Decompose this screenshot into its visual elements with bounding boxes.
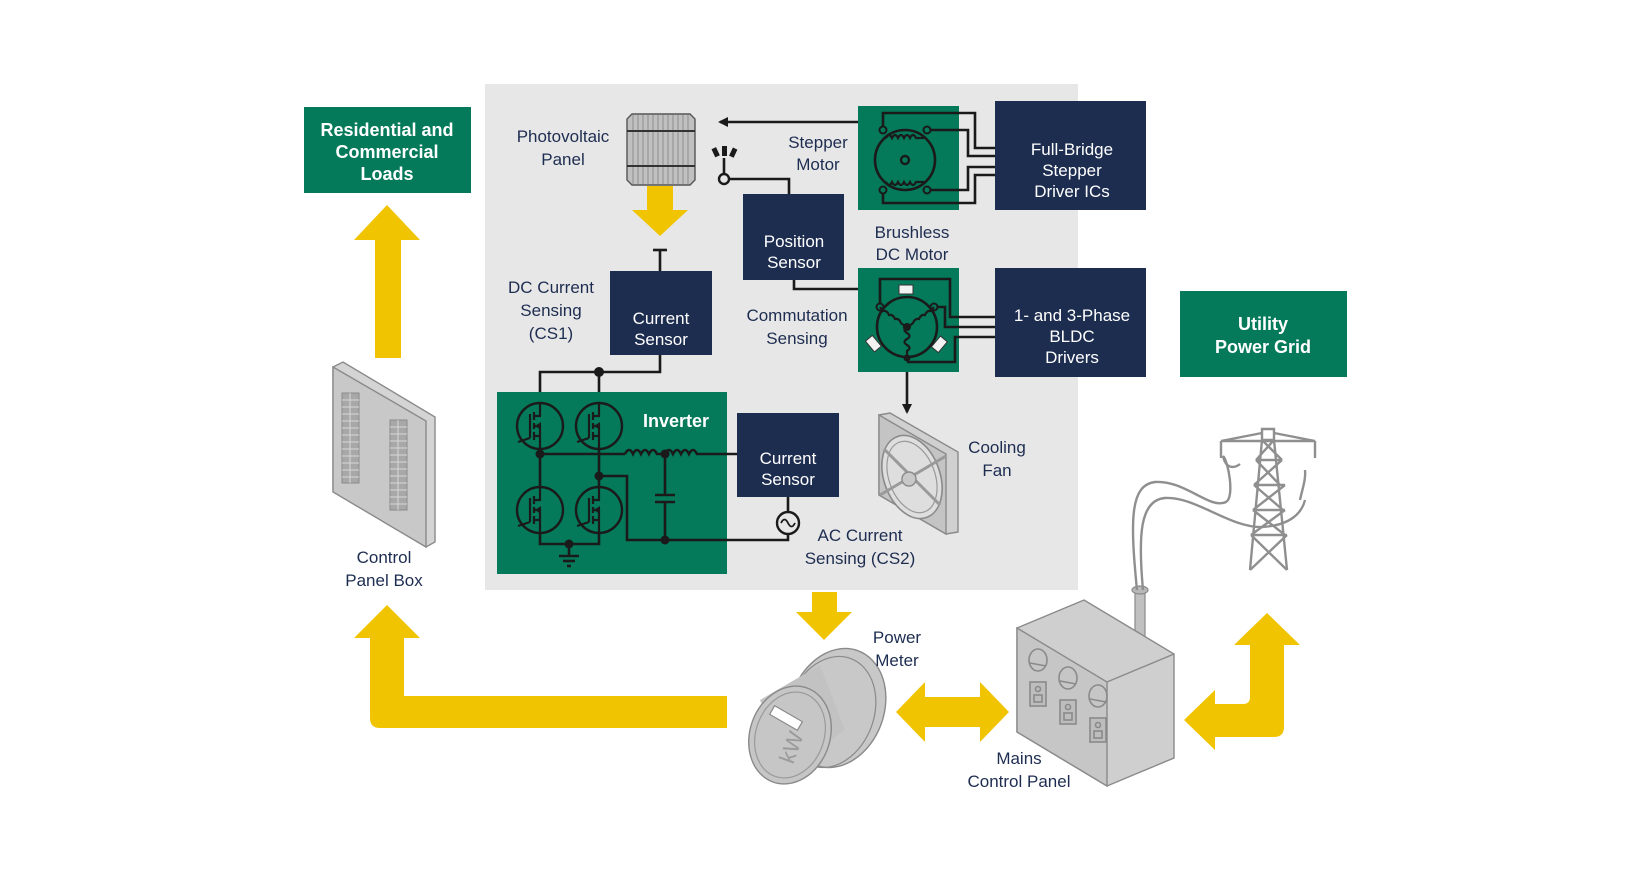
bldc-driver-line-3: Drivers [1045, 348, 1099, 367]
stepper-label-line-1: Stepper [788, 133, 848, 152]
ac-current-sensor-line-1: Current [760, 449, 817, 468]
inverter-block: Inverter [497, 392, 790, 574]
ac-sensing-label-line-2: Sensing (CS2) [805, 549, 916, 568]
svg-text:Commercial: Commercial [335, 142, 438, 162]
dc-sensing-label-line-2: Sensing [520, 301, 581, 320]
light-to-position-sensor-wire [729, 177, 791, 195]
svg-text:Loads: Loads [360, 164, 413, 184]
control-panel-box-label-line-1: Control [357, 548, 412, 567]
residential-commercial-loads-box: Residential and Commercial Loads [304, 107, 471, 193]
return-wire [599, 474, 790, 542]
mosfet-icon [574, 401, 624, 451]
stepper-driver-line-2: Stepper [1042, 161, 1102, 180]
power-meter-label-line-2: Meter [875, 651, 919, 670]
inverter-label: Inverter [643, 411, 709, 431]
grid-line-2: Power Grid [1215, 337, 1311, 357]
svg-text:Residential and: Residential and [320, 120, 453, 140]
stepper-driver-box: Full-Bridge Stepper Driver ICs [995, 101, 1146, 210]
ac-source-icon [775, 510, 801, 536]
dc-bus-node [594, 367, 604, 377]
power-meter-icon: kW [748, 647, 887, 785]
stepper-label-line-2: Motor [796, 155, 840, 174]
bldc-driver-line-1: 1- and 3-Phase [1014, 306, 1130, 325]
arrow-to-loads [354, 205, 420, 358]
breaker-panel-icon [332, 361, 436, 549]
stepper-motor-icon [858, 106, 959, 210]
svg-text:Utility: Utility [1238, 314, 1288, 334]
ac-current-sensor-line-2: Sensor [761, 470, 815, 489]
cooling-fan-label-line-1: Cooling [968, 438, 1026, 457]
bldc-driver-wiring [878, 277, 995, 364]
bldc-label-line-1: Brushless [875, 223, 950, 242]
transmission-tower-icon [1131, 427, 1317, 591]
ac-current-sensor-box: Current Sensor [737, 413, 839, 497]
arrow-mains-grid [1184, 613, 1300, 750]
commutation-label-line-1: Commutation [746, 306, 847, 325]
ac-sensing-label-line-1: AC Current [817, 526, 902, 545]
pv-label-line-1: Photovoltaic [517, 127, 610, 146]
dc-current-sensor-line-2: Sensor [634, 330, 688, 349]
power-meter-label-line-1: Power [873, 628, 922, 647]
arrow-to-control-panel-box [354, 605, 727, 728]
cooling-fan-icon [878, 412, 959, 536]
loads-line-3: Loads [360, 164, 413, 184]
position-sensor-line-2: Sensor [767, 253, 821, 272]
bldc-motor-icon [858, 268, 959, 372]
arrow-pv-down [632, 186, 688, 236]
loads-line-2: Commercial [335, 142, 438, 162]
filter-capacitor [655, 454, 675, 540]
stepper-driver-wiring [881, 111, 995, 205]
stepper-driver-line-3: Driver ICs [1034, 182, 1110, 201]
mains-label-line-2: Control Panel [967, 772, 1070, 791]
mains-label-line-1: Mains [996, 749, 1041, 768]
grid-line-1: Utility [1238, 314, 1288, 334]
arrow-to-meter [796, 592, 852, 640]
position-sensor-box: Position Sensor [743, 194, 844, 280]
dc-sensing-label-line-1: DC Current [508, 278, 594, 297]
stepper-driver-line-1: Full-Bridge [1031, 140, 1113, 159]
dc-current-sensor-box: Current Sensor [610, 271, 712, 355]
loads-line-1: Residential and [320, 120, 453, 140]
bldc-driver-line-2: BLDC [1049, 327, 1094, 346]
cooling-fan-label-line-2: Fan [982, 461, 1011, 480]
ground-icon [559, 544, 579, 568]
power-flow-arrows [354, 186, 1300, 750]
control-panel-box-label-line-2: Panel Box [345, 571, 423, 590]
mosfet-icon [515, 401, 565, 451]
arrow-meter-mains-bidirectional [896, 682, 1009, 742]
dc-sensing-label-line-3: (CS1) [529, 324, 573, 343]
bldc-driver-box: 1- and 3-Phase BLDC Drivers [995, 268, 1146, 377]
dc-current-sensor-line-1: Current [633, 309, 690, 328]
commutation-label-line-2: Sensing [766, 329, 827, 348]
mosfet-icon [515, 485, 565, 535]
bldc-label-line-2: DC Motor [876, 245, 949, 264]
return-node [660, 535, 670, 545]
position-sensor-line-1: Position [764, 232, 824, 251]
solar-panel-icon [626, 113, 696, 186]
svg-text:Power Grid: Power Grid [1215, 337, 1311, 357]
utility-power-grid-box: Utility Power Grid [1180, 291, 1347, 377]
mains-control-panel-icon [1016, 585, 1175, 788]
mosfet-icon [574, 485, 624, 535]
pv-label-line-2: Panel [541, 150, 584, 169]
